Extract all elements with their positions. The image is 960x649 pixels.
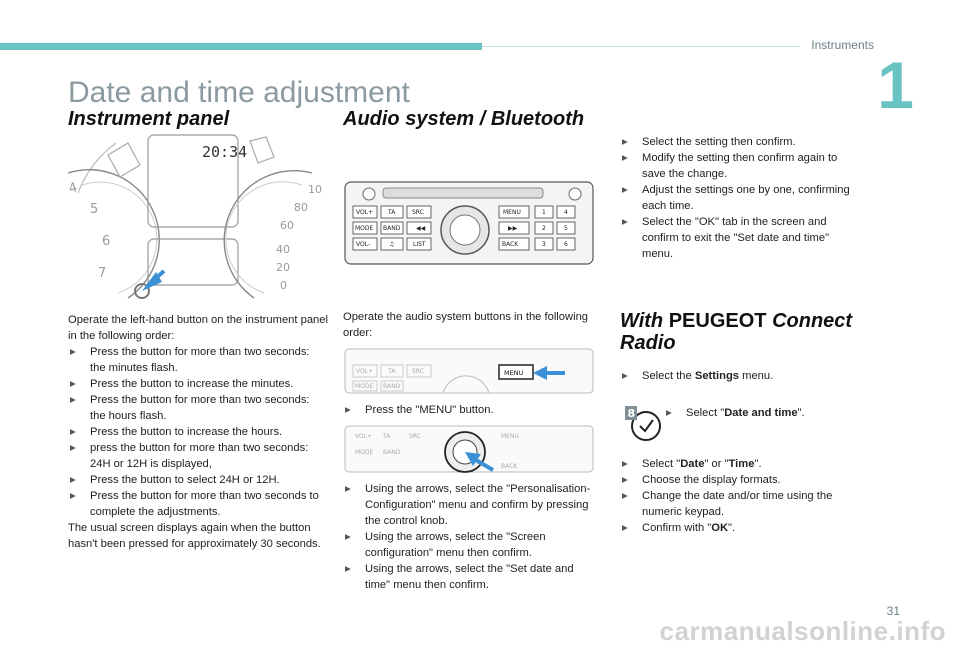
svg-text:5: 5 (90, 202, 98, 217)
svg-text:BACK: BACK (502, 241, 519, 248)
list-item: Modify the setting then confirm again to… (620, 150, 860, 182)
svg-text:◀◀: ◀◀ (416, 225, 426, 232)
connect-final-steps: Select "Date" or "Time". Choose the disp… (620, 456, 860, 536)
svg-text:6: 6 (564, 241, 568, 248)
instrument-panel-heading: Instrument panel (68, 108, 230, 130)
svg-text:MODE: MODE (355, 383, 374, 390)
list-item: Select "Date and time". (664, 405, 864, 421)
svg-text:40: 40 (276, 243, 290, 256)
list-item: Choose the display formats. (620, 472, 860, 488)
watermark: carmanualsonline.info (659, 616, 946, 646)
svg-text:BAND: BAND (383, 449, 401, 456)
header-accent-bar (0, 43, 482, 50)
list-item: Press the button for more than two secon… (68, 344, 328, 376)
svg-text:60: 60 (280, 219, 294, 232)
svg-text:VOL+: VOL+ (355, 433, 372, 440)
svg-text:1: 1 (542, 209, 546, 216)
instrument-panel-outro: The usual screen displays again when the… (68, 522, 321, 550)
svg-text:80: 80 (294, 201, 308, 214)
list-item: Select the "OK" tab in the screen and co… (620, 214, 860, 262)
instrument-panel-illustration: 4 5 6 7 20:34 10 80 60 40 20 0 (67, 133, 322, 303)
audio-heading: Audio system / Bluetooth (343, 108, 585, 130)
list-item: Adjust the settings one by one, confirmi… (620, 182, 860, 214)
chapter-number: 1 (877, 48, 914, 122)
svg-text:6: 6 (102, 234, 110, 249)
audio-intro: Operate the audio system buttons in the … (343, 311, 589, 339)
list-item: Using the arrows, select the "Personalis… (343, 481, 599, 529)
section-title: Instruments (811, 38, 874, 52)
list-item: Change the date and/or time using the nu… (620, 488, 860, 520)
svg-text:▶▶: ▶▶ (508, 225, 518, 232)
audio-menu-step: Press the "MENU" button. (343, 402, 599, 418)
list-item: Press the "MENU" button. (343, 402, 599, 418)
svg-text:10: 10 (308, 183, 322, 196)
header-accent-line (482, 46, 800, 47)
svg-text:MODE: MODE (355, 449, 374, 456)
svg-text:SRC: SRC (412, 368, 424, 375)
svg-text:VOL+: VOL+ (356, 368, 373, 375)
svg-text:TA: TA (387, 209, 396, 216)
brand-name: PEUGEOT (668, 310, 767, 332)
audio-arrow-steps: Using the arrows, select the "Personalis… (343, 481, 599, 593)
svg-text:0: 0 (280, 279, 287, 292)
svg-text:TA: TA (382, 433, 391, 440)
svg-text:MENU: MENU (503, 209, 521, 216)
settings-steps: Select the setting then confirm. Modify … (620, 134, 860, 262)
svg-text:MENU: MENU (501, 433, 519, 440)
list-item: Select the Settings menu. (620, 368, 860, 384)
svg-text:VOL-: VOL- (356, 241, 370, 248)
svg-text:♫: ♫ (389, 241, 394, 248)
svg-text:8: 8 (628, 407, 636, 420)
connect-radio-heading: With PEUGEOT Connect Radio (620, 310, 853, 354)
svg-text:BAND: BAND (383, 383, 401, 390)
list-item: Press the button to select 24H or 12H. (68, 472, 328, 488)
page-number: 31 (886, 604, 900, 618)
svg-text:MENU: MENU (504, 369, 524, 377)
svg-text:7: 7 (98, 266, 106, 281)
list-item: Press the button for more than two secon… (68, 392, 328, 424)
radio-knob-illustration: VOL+ TA SRC MODE BAND MENU BACK (343, 424, 595, 474)
list-item: Using the arrows, select the "Set date a… (343, 561, 599, 593)
svg-text:5: 5 (564, 225, 568, 232)
list-item: Press the button to increase the minutes… (68, 376, 328, 392)
radio-menu-illustration: VOL+ TA SRC MODE BAND MENU (343, 347, 595, 395)
svg-text:SRC: SRC (412, 209, 424, 216)
svg-text:SRC: SRC (409, 433, 421, 440)
panel-adjust-button (134, 283, 150, 299)
svg-text:4: 4 (564, 209, 568, 216)
connect-settings-step: Select the Settings menu. (620, 368, 860, 384)
connect-date-time-step: Select "Date and time". (664, 405, 864, 421)
list-item: press the button for more than two secon… (68, 440, 328, 472)
svg-text:VOL+: VOL+ (356, 209, 373, 216)
svg-text:3: 3 (542, 241, 546, 248)
panel-clock-display: 20:34 (202, 143, 247, 161)
instrument-panel-steps: Press the button for more than two secon… (68, 344, 328, 520)
instrument-panel-intro: Operate the left-hand button on the inst… (68, 314, 328, 342)
svg-text:MODE: MODE (355, 225, 374, 232)
list-item: Select the setting then confirm. (620, 134, 860, 150)
svg-text:20: 20 (276, 261, 290, 274)
svg-text:2: 2 (542, 225, 546, 232)
page-title: Date and time adjustment (68, 76, 410, 109)
list-item: Press the button to increase the hours. (68, 424, 328, 440)
svg-text:BACK: BACK (501, 463, 518, 470)
list-item: Select "Date" or "Time". (620, 456, 860, 472)
svg-text:BAND: BAND (383, 225, 401, 232)
svg-text:4: 4 (68, 180, 79, 197)
list-item: Using the arrows, select the "Screen con… (343, 529, 599, 561)
svg-text:LIST: LIST (413, 241, 426, 248)
instrument-panel-instructions: Operate the left-hand button on the inst… (68, 312, 328, 552)
radio-illustration: VOL+ TA SRC MODE BAND ◀◀ VOL- ♫ LIST MEN… (343, 180, 595, 266)
list-item: Press the button for more than two secon… (68, 488, 328, 520)
svg-text:TA: TA (387, 368, 396, 375)
list-item: Confirm with "OK". (620, 520, 860, 536)
clock-icon: 8 (624, 404, 662, 442)
radio-menu-button (498, 364, 534, 380)
